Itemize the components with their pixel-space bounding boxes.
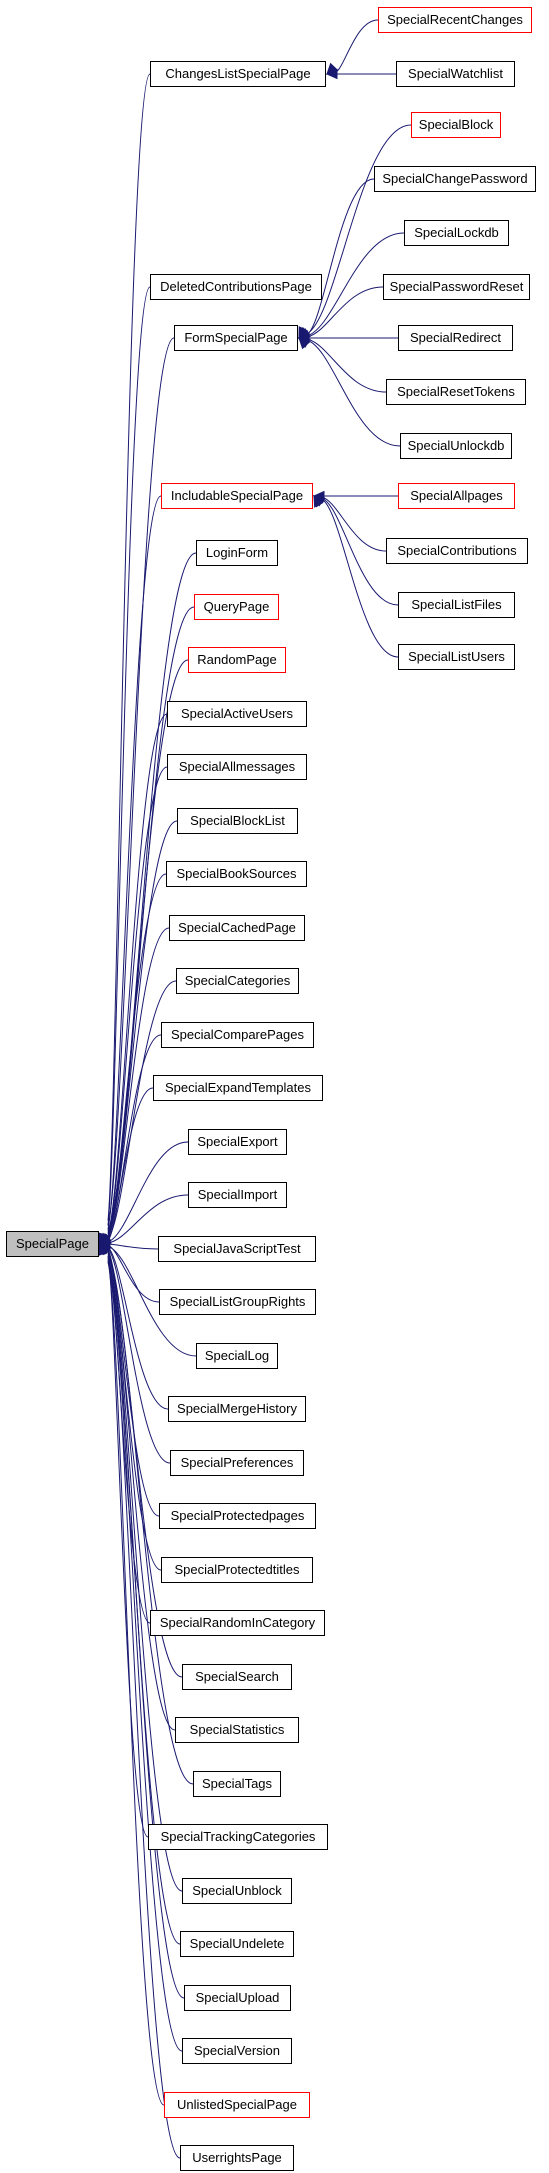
edge-special-preferences — [107, 1248, 171, 1464]
edge-special-tags — [107, 1254, 194, 1785]
node-special-random-in-category[interactable]: SpecialRandomInCategory — [150, 1610, 325, 1636]
node-special-version[interactable]: SpecialVersion — [182, 2038, 292, 2064]
node-special-watchlist[interactable]: SpecialWatchlist — [396, 61, 515, 87]
node-special-redirect[interactable]: SpecialRedirect — [398, 325, 513, 351]
node-special-book-sources[interactable]: SpecialBookSources — [166, 861, 307, 887]
edge-special-log — [107, 1245, 197, 1357]
node-special-upload[interactable]: SpecialUpload — [184, 1985, 291, 2011]
edge-special-change-password — [306, 178, 375, 336]
arrowhead-special-watchlist — [325, 68, 338, 80]
node-special-unblock[interactable]: SpecialUnblock — [182, 1878, 292, 1904]
edge-special-import — [107, 1194, 189, 1244]
node-special-import[interactable]: SpecialImport — [188, 1182, 287, 1208]
node-special-active-users[interactable]: SpecialActiveUsers — [167, 701, 307, 727]
edge-special-java-script-test — [107, 1243, 159, 1250]
node-special-export[interactable]: SpecialExport — [188, 1129, 287, 1155]
node-special-list-files[interactable]: SpecialListFiles — [398, 592, 515, 618]
edge-special-list-files — [321, 497, 399, 606]
node-special-protectedpages[interactable]: SpecialProtectedpages — [159, 1503, 316, 1529]
edge-special-categories — [107, 980, 177, 1240]
node-special-list-users[interactable]: SpecialListUsers — [398, 644, 515, 670]
node-special-protectedtitles[interactable]: SpecialProtectedtitles — [161, 1557, 313, 1583]
arrowhead-special-unlockdb — [298, 337, 311, 350]
edge-special-reset-tokens — [306, 338, 387, 393]
node-special-allpages[interactable]: SpecialAllpages — [398, 483, 515, 509]
node-special-contributions[interactable]: SpecialContributions — [386, 538, 528, 564]
edge-special-recent-changes — [334, 19, 379, 74]
node-special-block-list[interactable]: SpecialBlockList — [177, 808, 298, 834]
node-special-merge-history[interactable]: SpecialMergeHistory — [168, 1396, 306, 1422]
edge-special-list-users — [321, 498, 399, 658]
node-special-log[interactable]: SpecialLog — [196, 1343, 278, 1369]
node-special-expand-templates[interactable]: SpecialExpandTemplates — [153, 1075, 323, 1101]
edge-special-unlockdb — [306, 339, 401, 447]
node-special-categories[interactable]: SpecialCategories — [176, 968, 299, 994]
node-unlisted-special-page[interactable]: UnlistedSpecialPage — [164, 2092, 310, 2118]
edge-special-tracking-categories — [107, 1255, 149, 1838]
edge-special-allmessages — [107, 766, 168, 1235]
node-changes-list-special-page[interactable]: ChangesListSpecialPage — [150, 61, 326, 87]
edge-special-export — [107, 1141, 189, 1243]
edge-includable-special-page — [107, 495, 162, 1230]
edge-special-merge-history — [107, 1246, 169, 1410]
edge-special-unblock — [107, 1256, 183, 1892]
node-special-password-reset[interactable]: SpecialPasswordReset — [383, 274, 530, 300]
edge-special-version — [107, 1259, 183, 2052]
node-random-page[interactable]: RandomPage — [188, 647, 286, 673]
node-special-search[interactable]: SpecialSearch — [182, 1664, 292, 1690]
node-special-change-password[interactable]: SpecialChangePassword — [374, 166, 536, 192]
node-special-page-root: SpecialPage — [6, 1231, 99, 1257]
node-special-reset-tokens[interactable]: SpecialResetTokens — [386, 379, 526, 405]
edge-unlisted-special-page — [107, 1261, 165, 2106]
edge-form-special-page — [107, 337, 175, 1226]
node-query-page[interactable]: QueryPage — [194, 594, 279, 620]
node-form-special-page[interactable]: FormSpecialPage — [174, 325, 298, 351]
node-special-tags[interactable]: SpecialTags — [193, 1771, 281, 1797]
node-special-lockdb[interactable]: SpecialLockdb — [404, 220, 509, 246]
edge-special-book-sources — [107, 873, 167, 1237]
edge-random-page — [107, 659, 189, 1233]
edge-special-active-users — [107, 713, 168, 1234]
node-special-tracking-categories[interactable]: SpecialTrackingCategories — [148, 1824, 328, 1850]
node-special-unlockdb[interactable]: SpecialUnlockdb — [400, 433, 512, 459]
node-special-block[interactable]: SpecialBlock — [411, 112, 501, 138]
edge-special-block — [306, 124, 412, 335]
node-includable-special-page[interactable]: IncludableSpecialPage — [161, 483, 313, 509]
node-deleted-contributions-page[interactable]: DeletedContributionsPage — [150, 274, 322, 300]
node-special-compare-pages[interactable]: SpecialComparePages — [161, 1022, 314, 1048]
edge-special-lockdb — [306, 232, 405, 337]
edge-special-contributions — [321, 496, 387, 552]
edge-special-expand-templates — [107, 1087, 154, 1242]
node-special-cached-page[interactable]: SpecialCachedPage — [169, 915, 305, 941]
edge-special-upload — [107, 1258, 185, 1999]
node-special-recent-changes[interactable]: SpecialRecentChanges — [378, 7, 532, 33]
node-special-list-group-rights[interactable]: SpecialListGroupRights — [159, 1289, 316, 1315]
edge-special-block-list — [107, 820, 178, 1236]
node-special-statistics[interactable]: SpecialStatistics — [175, 1717, 299, 1743]
edge-changes-list-special-page — [107, 73, 151, 1221]
edge-special-statistics — [107, 1253, 176, 1731]
edge-special-password-reset — [306, 286, 384, 338]
node-special-preferences[interactable]: SpecialPreferences — [170, 1450, 304, 1476]
node-special-java-script-test[interactable]: SpecialJavaScriptTest — [158, 1236, 316, 1262]
node-special-undelete[interactable]: SpecialUndelete — [180, 1931, 294, 1957]
node-login-form[interactable]: LoginForm — [196, 540, 278, 566]
node-userrights-page[interactable]: UserrightsPage — [180, 2145, 294, 2171]
edge-special-cached-page — [107, 927, 170, 1238]
edge-deleted-contributions-page — [107, 286, 151, 1225]
arrowhead-special-list-users — [313, 494, 324, 508]
node-special-allmessages[interactable]: SpecialAllmessages — [167, 754, 307, 780]
